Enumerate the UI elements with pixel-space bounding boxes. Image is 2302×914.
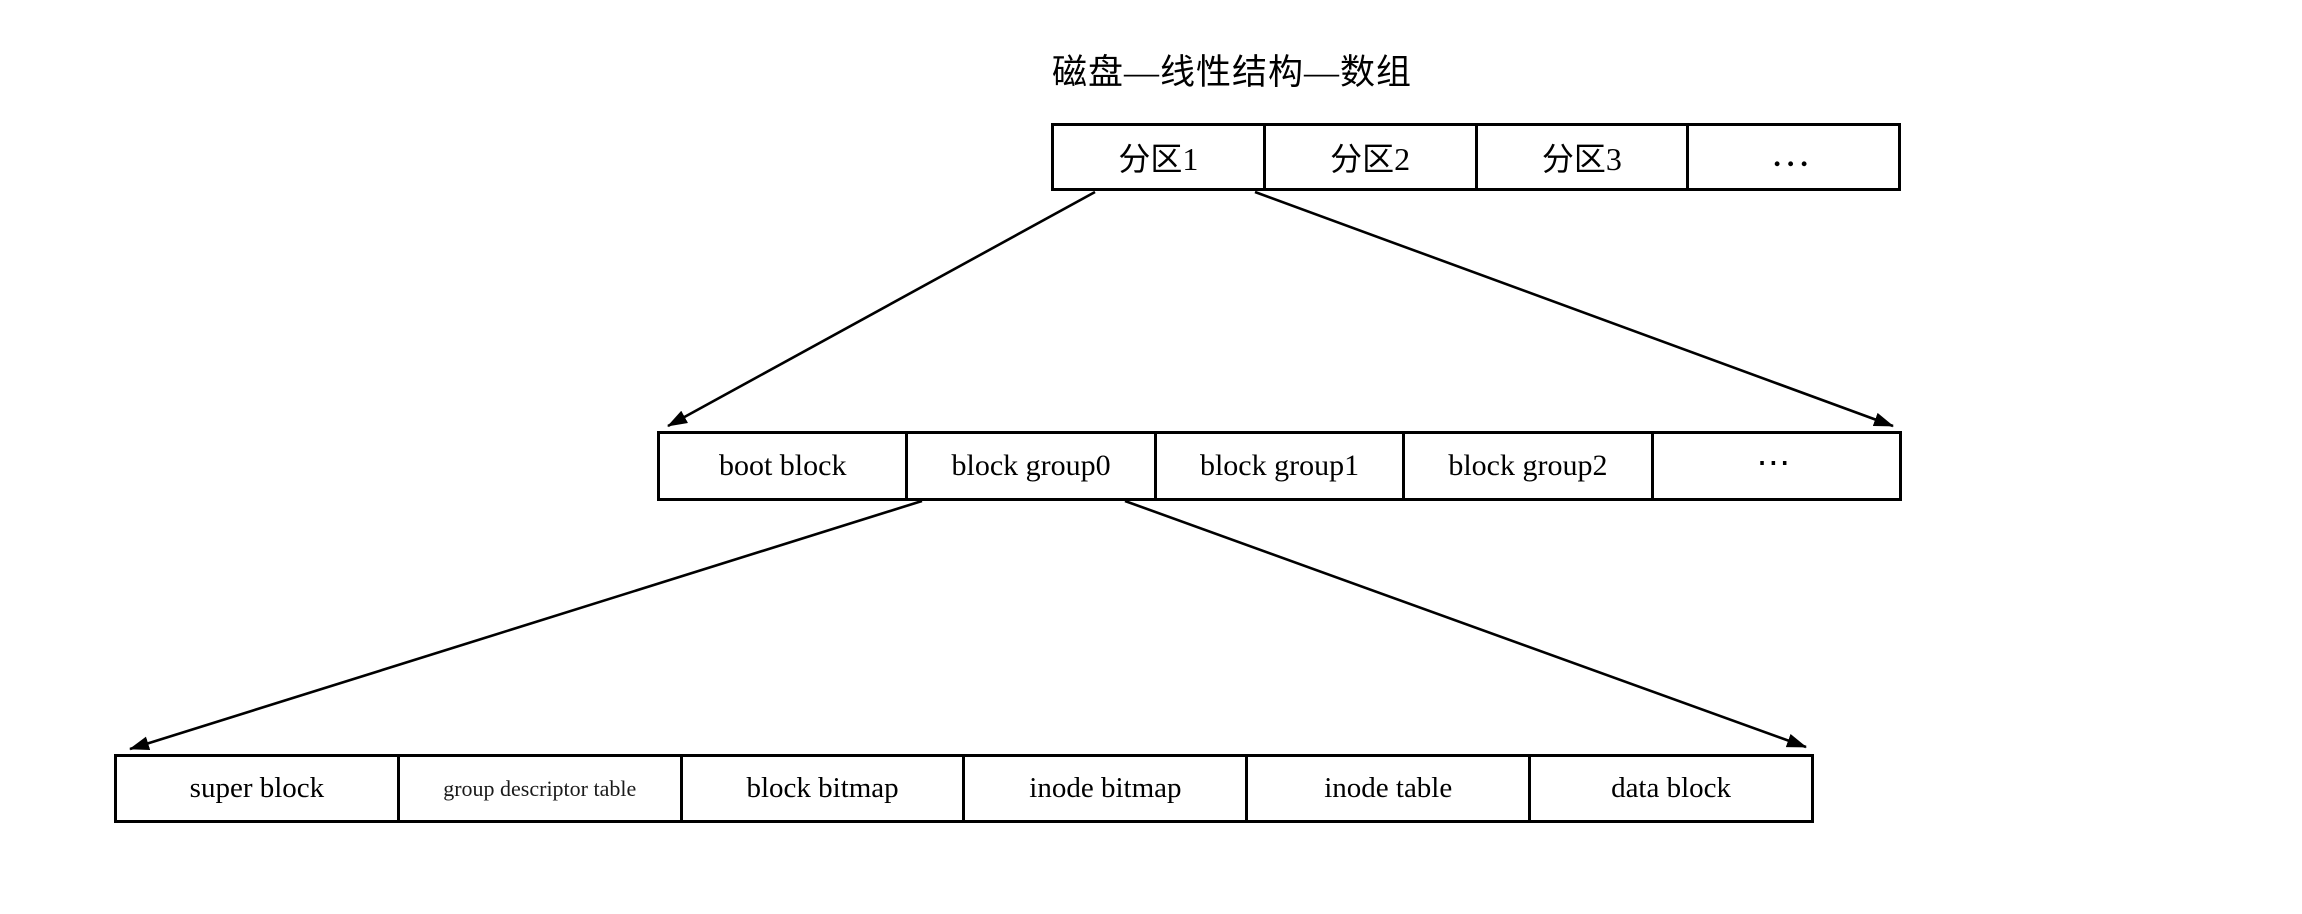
cell-data-block: data block [1528,757,1811,820]
cell-partition-ellipsis: ... [1686,126,1898,188]
cell-block-group0: block group0 [905,434,1153,498]
cell-partition-1: 分区1 [1118,141,1199,177]
group-detail-row: super block group descriptor table block… [114,754,1814,823]
diagram-title: 磁盘—线性结构—数组 [1052,53,1413,92]
cell-boot-block: boot block [718,449,847,482]
cell-group-descriptor-table: group descriptor table [396,757,680,820]
cell-block-bitmap: block bitmap [679,757,963,820]
arrow-partition1-to-groups-right [1254,190,1894,428]
cell-partition-3: 分区3 [1474,126,1687,188]
cell-inode-table: inode table [1245,757,1528,820]
cell-inode-bitmap: inode bitmap [962,757,1245,820]
cell-block-group-ellipsis: ⋯ [1650,434,1899,498]
partition-row: 分区1 分区2 分区3 ... [1051,123,1901,191]
arrow-group0-to-detail-left [129,499,923,751]
arrow-group0-to-detail-right [1124,499,1807,749]
cell-partition-2: 分区2 [1262,126,1475,188]
arrow-partition1-to-groups-left [667,190,1096,428]
cell-block-group2: block group2 [1402,434,1650,498]
cell-block-group1: block group1 [1153,434,1402,498]
cell-super-block: super block [189,772,325,804]
block-group-row: boot block block group0 block group1 blo… [657,431,1902,501]
